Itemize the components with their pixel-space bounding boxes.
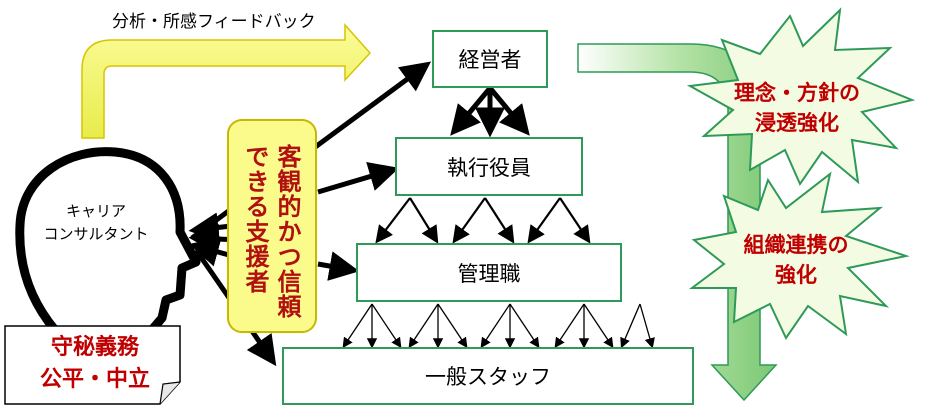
- arrow-to-officers: [317, 162, 400, 195]
- support-box: [227, 119, 317, 333]
- burst-top-line2: 浸透強化: [755, 111, 839, 135]
- feedback-arrow: [81, 23, 372, 139]
- box-managers: 管理職: [356, 243, 622, 302]
- support-text-col1: 客観的かつ信頼: [273, 144, 301, 319]
- consultant-label-line1: キャリア: [65, 202, 126, 220]
- burst-top-line1: 理念・方針の: [734, 81, 860, 105]
- support-text-col2: できる支援者: [241, 144, 269, 294]
- burst-bottom: [689, 171, 910, 341]
- arrow-to-managers: [317, 251, 360, 281]
- burst-top: [686, 7, 916, 187]
- note-line1: 守秘義務: [50, 335, 139, 360]
- feedback-label: 分析・所感フィードバック: [112, 12, 316, 32]
- box-staff: 一般スタッフ: [282, 347, 694, 405]
- burst-bottom-line2: 強化: [775, 263, 817, 287]
- arrows-officers-managers: [375, 197, 591, 244]
- arrow-exec-officers-1: [450, 86, 492, 136]
- box-executive: 経営者: [432, 30, 548, 88]
- burst-bottom-line1: 組織連携の: [743, 233, 849, 257]
- arrows-managers-staff: [342, 303, 655, 349]
- consultant-head: [15, 147, 201, 337]
- box-officers: 執行役員: [395, 137, 583, 196]
- consultant-label-line2: コンサルタント: [43, 225, 149, 243]
- arrow-exec-officers-3: [488, 86, 530, 136]
- note-fold: [159, 381, 181, 405]
- note-line2: 公平・中立: [39, 367, 150, 392]
